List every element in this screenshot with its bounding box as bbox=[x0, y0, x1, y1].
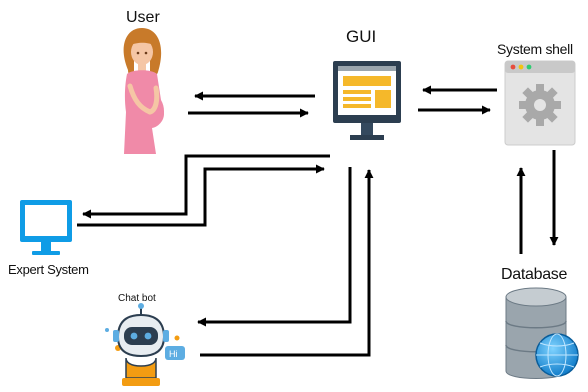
arrow-gui-to-expert bbox=[82, 154, 330, 219]
expert-system-label: Expert System bbox=[8, 262, 89, 277]
arrow-gui-to-chatbot bbox=[197, 167, 352, 327]
robot-icon: Hi bbox=[105, 303, 185, 386]
chat-bot-label: Chat bot bbox=[118, 293, 156, 304]
arrow-chatbot-to-gui bbox=[200, 169, 374, 357]
computer-monitor-icon bbox=[333, 61, 401, 140]
monitor-icon bbox=[20, 200, 72, 255]
svg-text:Hi: Hi bbox=[169, 349, 178, 359]
pregnant-woman-icon bbox=[123, 28, 164, 154]
database-label: Database bbox=[501, 266, 568, 283]
user-label: User bbox=[126, 9, 160, 26]
arrow-expert-to-gui bbox=[77, 164, 325, 227]
database-globe-icon bbox=[505, 287, 579, 379]
gui-label: GUI bbox=[346, 27, 377, 46]
gear-window-icon bbox=[504, 60, 576, 146]
system-shell-label: System shell bbox=[497, 41, 573, 57]
